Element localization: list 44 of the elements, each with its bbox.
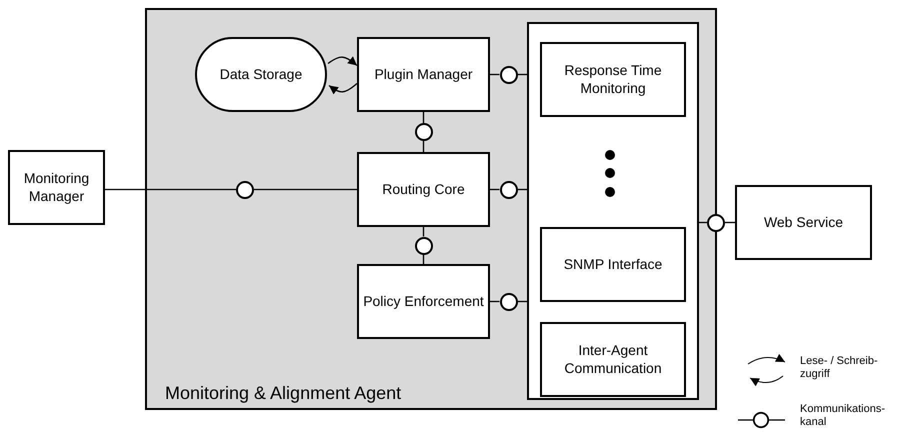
box-label: Plugin Manager bbox=[373, 66, 474, 84]
channel-circle bbox=[414, 123, 432, 141]
component-box bbox=[735, 185, 872, 260]
box-label: Policy Enforcement bbox=[362, 292, 485, 310]
channel-line bbox=[490, 300, 500, 302]
component-box bbox=[540, 322, 686, 397]
channel-line bbox=[422, 112, 424, 123]
access-arrow bbox=[328, 83, 358, 94]
channel-line bbox=[518, 74, 527, 76]
channel-circle bbox=[500, 292, 518, 310]
channel-line bbox=[518, 300, 527, 302]
channel-line bbox=[725, 222, 735, 224]
channel-line bbox=[422, 141, 424, 152]
channel-circle bbox=[236, 180, 254, 198]
channel-line bbox=[518, 188, 527, 190]
channel-circle bbox=[500, 180, 518, 198]
channel-line bbox=[105, 188, 236, 190]
channel-line bbox=[422, 254, 424, 264]
container-title: Monitoring & Alignment Agent bbox=[164, 382, 402, 404]
box-label: Response Time Monitoring bbox=[563, 62, 663, 97]
box-label: Data Storage bbox=[218, 66, 304, 84]
component-box bbox=[357, 37, 490, 112]
channel-circle bbox=[414, 236, 432, 254]
channel-line bbox=[254, 188, 357, 190]
channel-line bbox=[490, 74, 500, 76]
box-label: Web Service bbox=[762, 214, 844, 232]
component-box bbox=[8, 150, 105, 225]
box-label: Inter-Agent Communication bbox=[563, 342, 663, 377]
component-box bbox=[540, 227, 686, 302]
box-label: SNMP Interface bbox=[562, 256, 664, 274]
legend-text: Kommunikations- kanal bbox=[800, 403, 882, 430]
component-box bbox=[357, 152, 490, 227]
box-label: Monitoring Manager bbox=[22, 170, 90, 205]
agent-container bbox=[145, 8, 717, 410]
component-box bbox=[357, 264, 490, 339]
component-box bbox=[540, 42, 686, 117]
channel-line bbox=[490, 188, 500, 190]
legend-text: Lese- / Schreib- zugriff bbox=[800, 355, 879, 382]
panel-box bbox=[527, 22, 699, 400]
channel-line bbox=[699, 222, 707, 224]
access-arrow bbox=[328, 56, 358, 66]
channel-line bbox=[422, 227, 424, 236]
channel-circle bbox=[500, 66, 518, 84]
box-label: Routing Core bbox=[381, 180, 466, 198]
